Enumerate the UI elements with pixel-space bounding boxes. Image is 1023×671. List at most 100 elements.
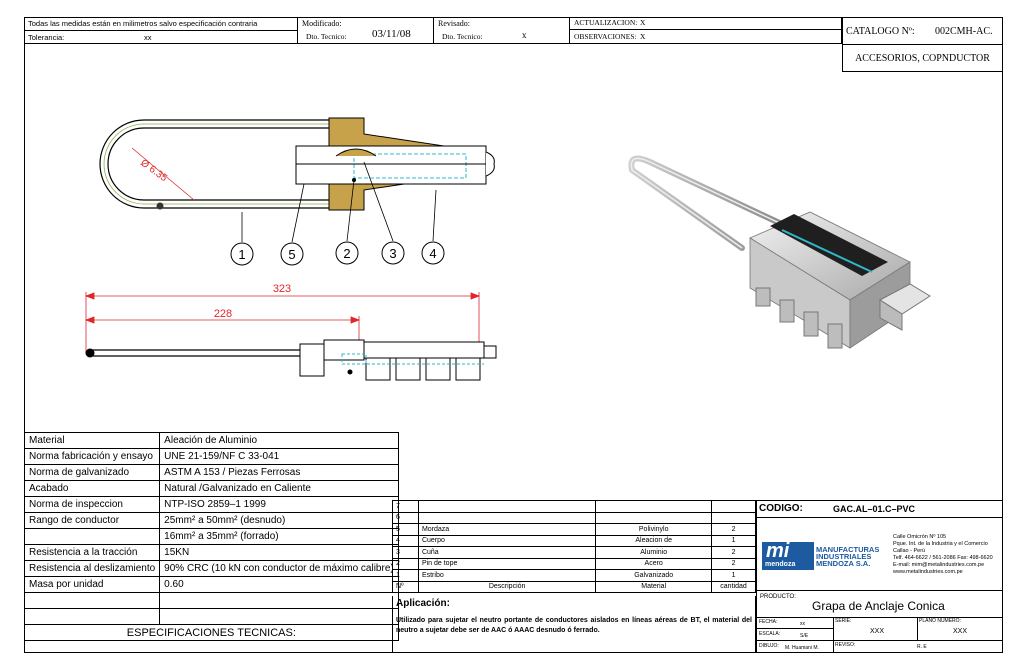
scale-label: ESCALA: <box>759 631 781 637</box>
revised-block: Revisado: Dto. Tecnico: x <box>434 17 570 44</box>
material-desc <box>417 511 597 524</box>
drawn-label: DIBUJO: <box>759 643 779 649</box>
diameter-leader <box>131 147 195 201</box>
spec-value: 0.60 <box>159 576 399 593</box>
series-label: SERIE: <box>835 618 852 624</box>
modified-label: Modificado: <box>302 19 342 28</box>
spec-value: ASTM A 153 / Piezas Ferrosas <box>159 464 399 481</box>
application-block: Aplicación: Utilizado para sujetar el ne… <box>392 596 756 653</box>
balloon-5 <box>280 242 304 266</box>
spec-value: 16mm² a 35mm² (forrado) <box>159 528 399 545</box>
review-value: R. E <box>917 644 927 650</box>
material-n: 7 <box>392 500 419 513</box>
bail-end-dot <box>156 202 164 210</box>
header-note-text: Todas las medidas están en milimetros sa… <box>28 19 258 28</box>
material-head-mat: Material <box>595 580 713 593</box>
modified-tech-label: Dto. Tecnico: <box>306 32 347 41</box>
address-line: Telf. 464-6622 / 561-2086 Fax: 498-6620 <box>893 555 993 561</box>
company-name: MANUFACTURAS INDUSTRIALES MENDOZA S.A. <box>816 545 880 568</box>
material-n: 2 <box>392 557 419 570</box>
spec-label: Masa por unidad <box>23 576 161 593</box>
spec-row <box>23 608 399 625</box>
spec-value: 15KN <box>159 544 399 561</box>
spec-label: Resistencia a la tracción <box>23 544 161 561</box>
material-n: 5 <box>392 523 419 536</box>
category-text: ACCESORIOS, COPNDUCTOR <box>855 53 990 64</box>
material-qty: 1 <box>711 534 756 547</box>
material-mat: Galvanizado <box>595 569 713 582</box>
header-note: Todas las medidas están en milimetros sa… <box>24 17 298 44</box>
material-n: 6 <box>392 511 419 524</box>
material-head-n: Nº <box>392 580 419 593</box>
material-row: 7 <box>392 500 756 513</box>
spec-value: 90% CRC (10 kN con conductor de máximo c… <box>159 560 399 577</box>
address-line: E-mail: mim@metalindustries.com.pe <box>893 562 985 568</box>
spec-label: Norma de galvanizado <box>23 464 161 481</box>
material-mat: Acero <box>595 557 713 570</box>
dimension-lines <box>84 292 481 354</box>
update-label: ACTUALIZACION: <box>574 18 638 27</box>
material-mat: Aluminio <box>595 546 713 559</box>
code-label: CODIGO: <box>759 503 803 514</box>
balloon-2-label: 2 <box>343 246 350 261</box>
spec-value <box>159 608 399 625</box>
address-line: Callao - Perú <box>893 548 926 554</box>
modified-date: 03/11/08 <box>372 28 411 40</box>
bail-centerline <box>103 123 329 205</box>
application-text: Utilizado para sujetar el neutro portant… <box>396 617 752 634</box>
spec-value: UNE 21-159/NF C 33-041 <box>159 448 399 465</box>
review-label: REVISO: <box>835 642 856 648</box>
clamp-body-top <box>295 117 495 211</box>
catalog-block: CATALOGO Nº: 002CMH-AC. <box>842 17 1003 45</box>
spec-label: Norma fabricación y ensayo <box>23 448 161 465</box>
clamp-side-view <box>85 339 497 381</box>
modified-block: Modificado: Dto. Tecnico: 03/11/08 <box>298 17 434 44</box>
title-block: CODIGO: GAC.AL–01.C–PVC mi mendoza MANUF… <box>756 500 1003 653</box>
diameter-label: Ø 6.35 <box>138 158 169 185</box>
spec-value: 25mm² a 50mm² (desnudo) <box>159 512 399 529</box>
category-block: ACCESORIOS, COPNDUCTOR <box>842 44 1003 72</box>
spec-label <box>23 592 161 609</box>
balloon-4-label: 4 <box>429 246 436 261</box>
plan-value: XXX <box>953 628 968 635</box>
company-line: MANUFACTURAS <box>816 545 880 554</box>
spec-label <box>23 608 161 625</box>
spec-row <box>23 592 399 609</box>
product-value: Grapa de Anclaje Conica <box>812 599 945 613</box>
plan-label: PLANO NUMERO: <box>919 618 961 624</box>
balloon-4 <box>421 241 445 265</box>
application-title: Aplicación: <box>396 598 450 609</box>
balloon-3-label: 3 <box>389 246 396 261</box>
company-line: MENDOZA S.A. <box>816 559 871 568</box>
drawn-value: M. Huamani M. <box>785 645 819 651</box>
address-line: Calle Omicrón Nº 105 <box>893 534 947 540</box>
series-value: XXX <box>870 628 885 635</box>
address-line: Pque. Int. de la Industria y el Comercio <box>893 541 988 547</box>
spec-label: Resistencia al deslizamiento <box>23 560 161 577</box>
material-mat <box>595 511 713 524</box>
revised-label: Revisado: <box>438 19 470 28</box>
material-desc: Mordaza <box>417 523 597 536</box>
specs-title: ESPECIFICACIONES TECNICAS: <box>24 624 399 641</box>
material-desc: Estribo <box>417 569 597 582</box>
company-line: INDUSTRIALES <box>816 552 872 561</box>
address-line: www.metalindustries.com.pe <box>893 569 963 575</box>
material-qty: 2 <box>711 546 756 559</box>
date-label: FECHA: <box>759 619 778 625</box>
catalog-value: 002CMH-AC. <box>935 26 993 37</box>
balloon-1 <box>230 242 254 266</box>
observations-label: OBSERVACIONES: <box>574 32 637 41</box>
spec-value <box>159 592 399 609</box>
company-logo: mi mendoza <box>762 540 814 570</box>
date-value: xx <box>800 621 805 627</box>
